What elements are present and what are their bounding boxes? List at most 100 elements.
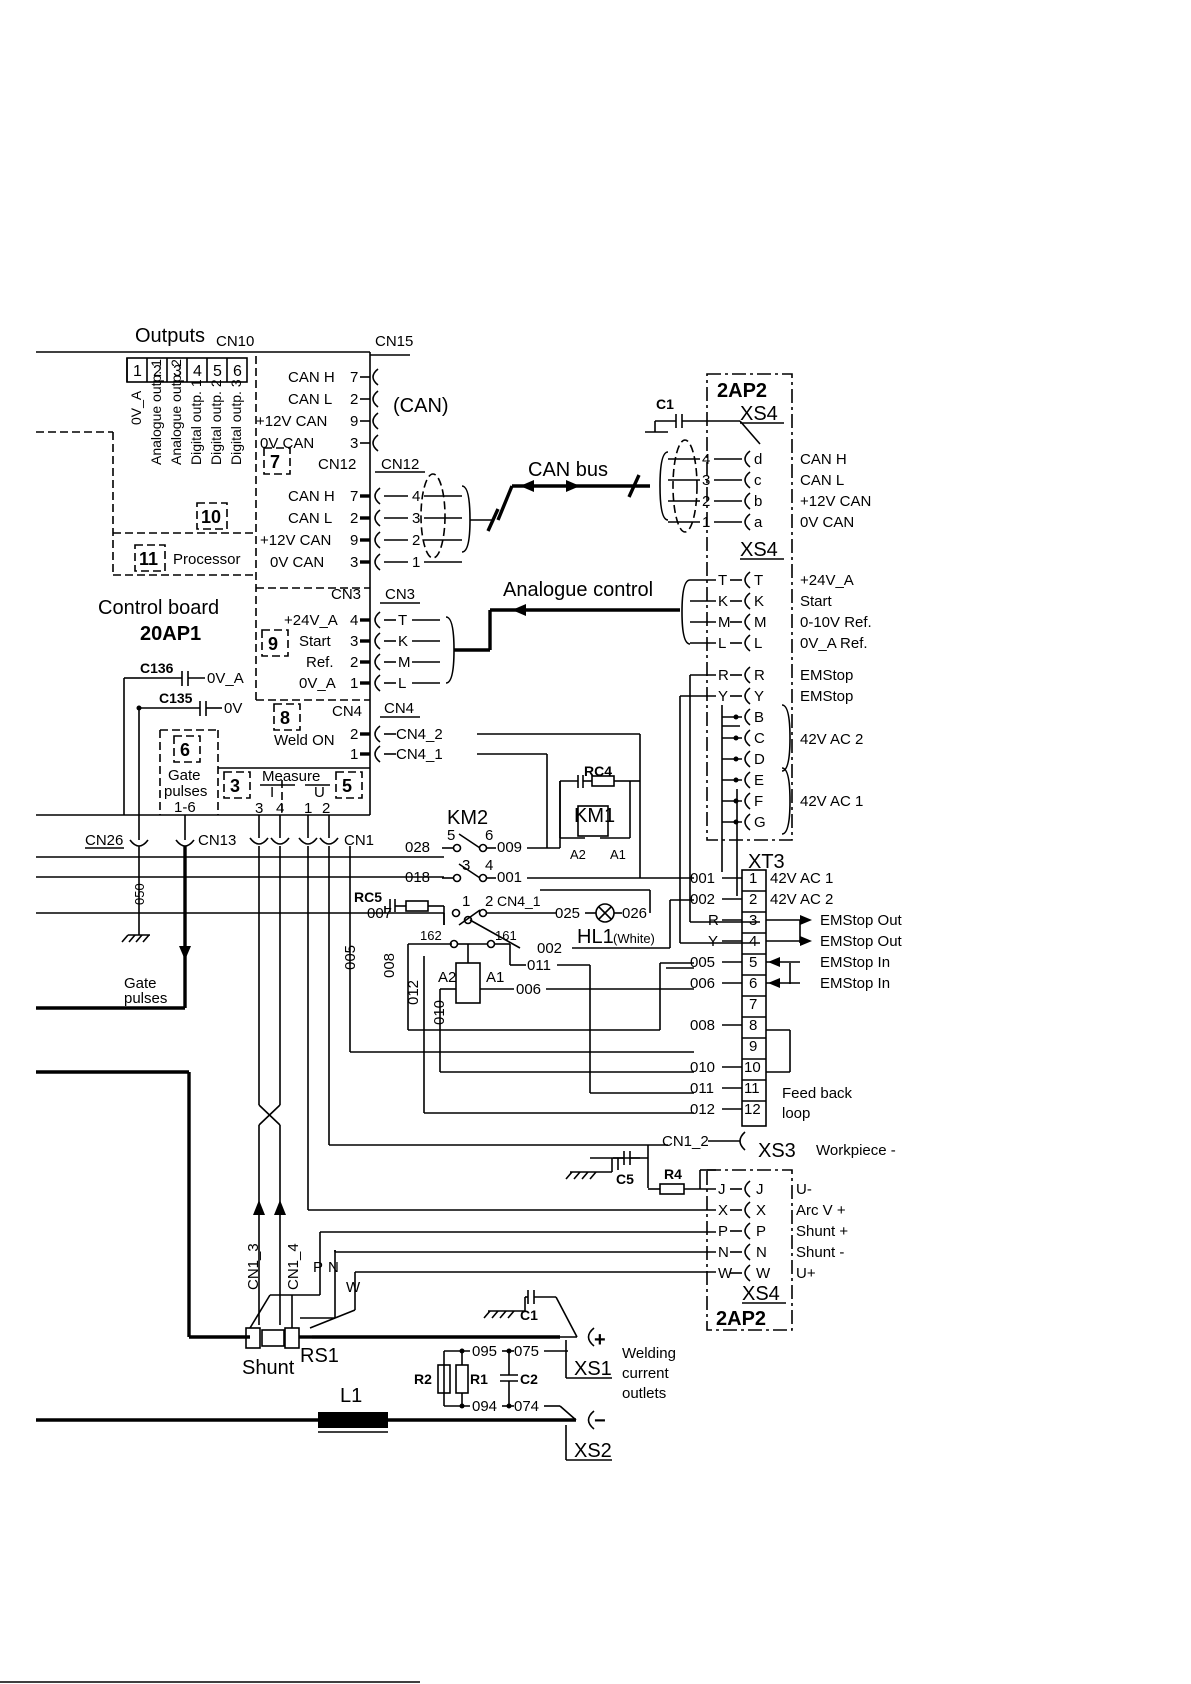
c5-label: C5 [616,1171,634,1187]
km2-contact-6: 6 [485,827,493,844]
plug-socket [744,471,751,489]
cn1-plug [298,837,318,845]
cn1-plug [270,837,290,845]
rc5-label: RC5 [354,889,382,905]
block-9-num: 9 [268,634,278,654]
c136-label: C136 [140,660,174,676]
cn3-out-pin: T [398,612,407,629]
xt3-wire-label: 012 [690,1101,715,1118]
shunt-label: Shunt [242,1357,295,1379]
ap2-ctrl-letter: M [754,614,767,631]
xt3-terminal-num: 3 [749,912,757,929]
xt3-wire-label: 001 [690,870,715,887]
c2-label: C2 [520,1371,538,1387]
cn10-signal-label: Digital outp. 2 [208,379,224,465]
plug-socket [374,745,381,763]
plug-socket [744,1264,751,1282]
xt3-wire-label: Y [708,933,718,950]
rs1-label: RS1 [300,1345,339,1367]
cn15-pin: 9 [350,413,358,430]
plug-socket [374,553,381,571]
ap2-ctrl-left: K [718,593,728,610]
plug-socket [374,531,381,549]
contact-161: 161 [495,928,517,943]
xs2-label: XS2 [574,1440,612,1462]
ap2-ctrl-signal: +24V_A [800,572,854,589]
km2-contact-2: 2 [485,893,493,910]
plug-socket [744,1201,751,1219]
xt3-wire-label: 002 [690,891,715,908]
c136-net: 0V_A [207,670,244,687]
measure-wires: CN1_3 CN1_4 [245,846,716,1325]
cn12-out-pin: 4 [412,488,420,505]
block-6: 6 Gate pulses 1-6 [164,735,207,816]
wire-012: 012 [405,980,422,1005]
plug-socket [744,571,751,589]
xs3-workpiece: CN1_2 XS3 Workpiece - [662,1131,896,1162]
cn15-label: CN15 [375,333,413,350]
plug-socket [744,687,751,705]
plug-socket [374,632,381,650]
cn10-signal-label: Digital outp. 1 [188,379,204,465]
wire-050: 050 [132,883,147,905]
cn15-signal: 0V CAN [260,435,314,452]
can-label: (CAN) [393,395,449,417]
plug-socket [744,613,751,631]
xt3-desc: 42V AC 2 [770,891,833,908]
xt3-wire-label: R [708,912,719,929]
plug-socket [744,792,751,810]
xt3-terminal-num: 4 [749,933,757,950]
xt3-terminal-num: 6 [749,975,757,992]
ap2-ac1-junction [733,756,739,762]
lower-ap2-label: 2AP2 [716,1308,766,1330]
hl1-note: (White) [613,931,655,946]
cn12-pin: 3 [350,554,358,571]
cn15-signal: CAN H [288,369,335,386]
xt3-desc: EMStop Out [820,912,903,929]
xt3-terminal-num: 9 [749,1038,757,1055]
cn10-pin: 3 [173,363,182,380]
block-3: 3 [223,771,251,799]
ap2-ac2-letter: F [754,793,763,810]
plug-socket [744,750,751,768]
wire-074: 074 [514,1398,539,1415]
relay-a1: A1 [486,969,504,986]
plug-socket [744,1180,751,1198]
cn12-pin: 9 [350,532,358,549]
welding-outputs: C1 + XS1 095 075 094 074 R2 R1 [318,1290,676,1462]
ap2-ac1-brace [781,704,791,772]
ap2-ac1-letter: D [754,751,765,768]
xt3-strip [741,869,767,1127]
block-7-num: 7 [270,452,280,472]
lower-ap2-left: N [718,1244,729,1261]
ap2-can-signal: CAN H [800,451,847,468]
ap2-ctrl-left: T [718,572,727,589]
cn10-pin: 1 [133,363,142,380]
plug-socket [374,611,381,629]
ap2-emstop-letter: Y [754,688,764,705]
can-bus-label: CAN bus [528,459,608,481]
xs3-desc: Workpiece - [816,1142,896,1159]
relay-km1: RC4 KM1 A2 A1 [477,733,641,862]
ap2-emstop-left: Y [718,688,728,705]
xs3-label: XS3 [758,1140,796,1162]
cn12-signal: 0V CAN [270,554,324,571]
ap2-ac1-letter: C [754,730,765,747]
xt3-desc: EMStop Out [820,933,903,950]
block-11-num: 11 [139,549,158,569]
gate-pulses-2: pulses [164,783,207,800]
cn10-signal-label: Digital outp. 3 [228,379,244,465]
ap2-can-letter: b [754,493,762,510]
ap2-ctrl-left: M [718,614,731,631]
capacitor-c135: C135 0V [136,690,242,815]
rc4-label: RC4 [584,763,612,779]
measure-pin-3: 3 [255,800,263,817]
gate-label-2: pulses [124,990,167,1007]
weld-on-label: Weld ON [274,732,335,749]
cn15-pin: 3 [350,435,358,452]
ap2-ac2-letter: G [754,814,766,831]
cn4-1-wire: CN4_1 [497,893,541,909]
